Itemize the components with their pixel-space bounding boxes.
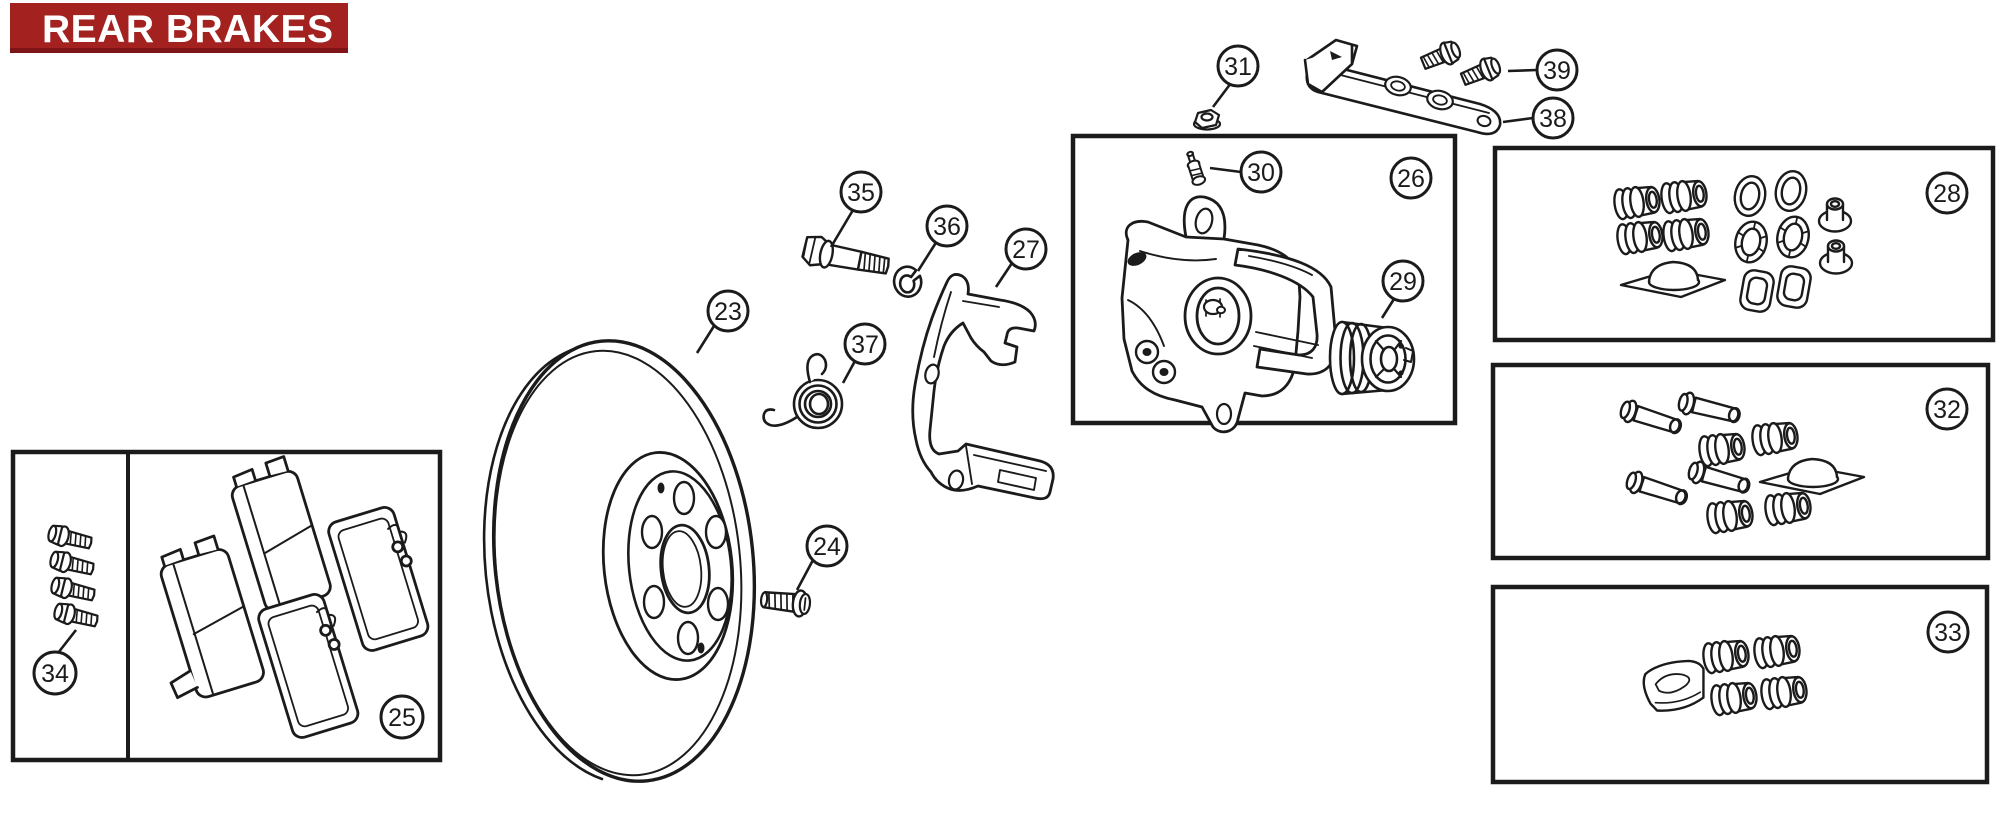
banner-shadow-strip [10,48,348,53]
brake-pad-kit-box [10,449,443,763]
callout-number: 34 [41,660,69,688]
callout-29: 29 [1381,259,1425,303]
callout-number: 27 [1012,236,1040,264]
page-title: REAR BRAKES [42,8,334,51]
callout-33: 33 [1926,610,1970,654]
callout-35: 35 [839,170,883,214]
callout-number: 33 [1934,619,1962,647]
bleed-screw [1186,150,1207,186]
callout-number: 31 [1224,53,1252,81]
title-banner: REAR BRAKES [10,3,348,53]
boot-kit-box [1490,584,1990,785]
callout-number: 26 [1397,165,1425,193]
callout-number: 37 [851,331,879,359]
callout-26: 26 [1389,156,1433,200]
callout-39: 39 [1535,48,1579,92]
brake-pad-set [159,455,430,739]
caliper-piston [1328,320,1416,396]
callout-number: 23 [714,298,742,326]
callout-number: 36 [933,213,961,241]
brake-pad [257,593,360,739]
boot-kit-border [1490,584,1990,785]
banner-background [10,3,348,53]
bracket-bolts [1417,37,1505,92]
callout-25: 25 [379,694,425,740]
callout-32: 32 [1925,387,1969,431]
callout-24: 24 [805,524,849,568]
callout-number: 30 [1247,159,1275,187]
callout-38: 38 [1531,96,1575,140]
brake-pad [159,534,265,700]
callout-number: 29 [1389,268,1417,296]
lock-washer [892,265,923,298]
handbrake-cable-bracket [1303,38,1502,136]
callout-number: 39 [1543,57,1571,85]
leader-lines [56,68,1538,654]
wheel-bolt-holes [640,480,730,656]
callout-27: 27 [1004,227,1048,271]
caliper-carrier-bracket [911,273,1055,501]
callout-number: 28 [1933,180,1961,208]
carrier-bolt [801,235,890,275]
callout-37: 37 [843,322,887,366]
callout-number: 38 [1539,105,1567,133]
callout-34: 34 [32,650,78,696]
callout-36: 36 [925,204,969,248]
caliper-nut [1192,108,1222,131]
callouts: 23 24 25 26 27 28 [32,44,1970,740]
brake-pad [230,455,332,612]
callout-31: 31 [1216,44,1260,88]
disc-retaining-screw [759,589,812,618]
callout-30: 30 [1239,150,1283,194]
caliper-frame-arm [1233,247,1338,376]
callout-number: 35 [847,179,875,207]
brake-disc [482,339,757,783]
caliper-seal-kit-box [1492,145,1996,343]
guide-pin-kit-box [1490,362,1991,561]
caliper-body [1120,195,1302,434]
callout-number: 25 [388,704,416,732]
callout-23: 23 [706,289,750,333]
handbrake-return-spring [762,352,844,430]
brake-pad [327,506,430,652]
callout-28: 28 [1925,171,1969,215]
callout-number: 24 [813,533,841,561]
diagram-root: REAR BRAKES [10,3,1996,785]
callout-number: 32 [1933,396,1961,424]
